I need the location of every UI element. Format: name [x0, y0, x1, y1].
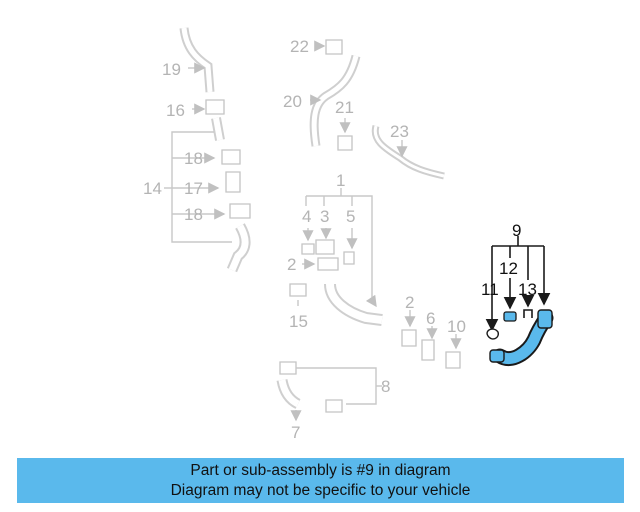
hose-end-fitting-bottom	[489, 349, 505, 363]
clip-12	[503, 311, 517, 322]
lower-middle-assembly	[401, 310, 462, 369]
label-12: 12	[499, 259, 518, 278]
label-19: 19	[162, 60, 181, 79]
label-23: 23	[390, 122, 409, 141]
info-banner: Part or sub-assembly is #9 in diagram Di…	[17, 458, 624, 503]
label-14: 14	[143, 179, 162, 198]
label-2a: 2	[287, 255, 296, 274]
label-7: 7	[291, 423, 300, 442]
left-assembly	[164, 27, 251, 273]
label-11: 11	[481, 280, 499, 299]
label-17: 17	[184, 179, 203, 198]
label-1: 1	[336, 171, 345, 190]
label-9: 9	[512, 221, 521, 240]
label-13: 13	[518, 280, 537, 299]
label-8: 8	[381, 377, 390, 396]
label-16: 16	[166, 101, 185, 120]
label-4: 4	[302, 207, 311, 226]
part-number-labels: 19 16 18 14 17 18 22 20 21 23 1 4 3 5 2 …	[143, 37, 537, 442]
hose-end-fitting-top	[537, 309, 553, 329]
hose-clamp-11	[486, 328, 500, 340]
banner-line-2: Diagram may not be specific to your vehi…	[170, 482, 471, 499]
center-assembly	[289, 188, 383, 326]
label-2b: 2	[405, 293, 414, 312]
upper-middle-assembly	[309, 39, 445, 180]
label-10: 10	[447, 317, 466, 336]
label-5: 5	[346, 207, 355, 226]
label-3: 3	[320, 207, 329, 226]
label-22: 22	[290, 37, 309, 56]
label-21: 21	[335, 98, 354, 117]
label-18b: 18	[184, 205, 203, 224]
label-20: 20	[283, 92, 302, 111]
label-18a: 18	[184, 149, 203, 168]
highlighted-assembly-9[interactable]	[485, 236, 554, 367]
label-6: 6	[426, 309, 435, 328]
banner-line-1: Part or sub-assembly is #9 in diagram	[190, 462, 451, 479]
label-15: 15	[289, 312, 308, 331]
bottom-assembly	[276, 361, 382, 422]
spring-13	[523, 309, 533, 318]
